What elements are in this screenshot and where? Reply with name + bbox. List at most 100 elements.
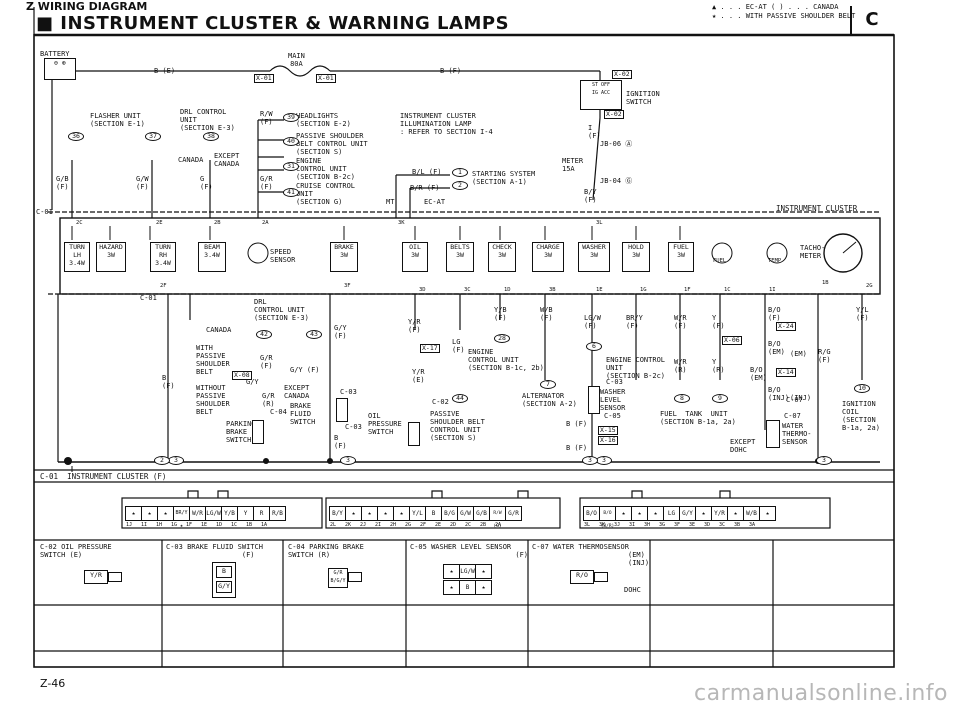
c01-pin: ★ [631,506,648,521]
jb04-label: JB-04 Ⓖ [600,177,633,185]
drl-line2: UNIT [180,116,197,124]
wire-lower-yre: Y/R (E) [412,368,425,384]
ft2: (SECTION B-1a, 2a) [660,418,736,426]
c01-pin: B/O [583,506,600,521]
ic3: (SECTION [842,416,876,424]
pin-id: 1D [216,522,223,528]
cc-line3: (SECTION G) [296,198,343,206]
pin-id: 3B [734,522,741,528]
connector-c07-b: C-07 [786,396,803,404]
wire-lower-wb: W/B (F) [540,306,553,322]
pin-id: 2F [420,522,427,528]
pin-3k: 3K [398,220,405,226]
ec-line3: (SECTION B-2c) [296,173,356,181]
ec-line1: ENGINE [296,157,322,165]
ft1: FUEL TANK UNIT [660,410,728,418]
pin-id: 1J [126,522,133,528]
pin-id: 2E [435,522,442,528]
c05-row1: ★ LG/W ★ [443,564,492,579]
wire-b-f: B (F) [440,67,462,75]
ic1: IGNITION [842,400,876,408]
bulb-watt: 3.4W [155,259,171,267]
pin-id: 2I [375,522,382,528]
connector-x24: X-24 [776,322,796,331]
pin-id: 2C [465,522,472,528]
c01-pin: ★ [141,506,158,521]
pin-id: 1I [141,522,148,528]
ed2: DOHC [730,446,747,454]
alternator-label: ALTERNATOR (SECTION A-2) [522,392,577,408]
bulb-name: WASHER [582,243,606,251]
bulb-name: OIL [409,243,421,251]
pin-id: 1B [246,522,253,528]
bf2: FLUID [290,410,312,418]
c05-pin: LG/W [459,564,476,579]
ref-circle-6: 6 [586,342,602,351]
connector-c04: C-04 [270,408,287,416]
c01-right-block: B/O B/O (B/R) ★ ★ ★ LG G/Y ★ Y/R ★ W/B ★ [583,506,776,529]
ec-line2: CONTROL UNIT [296,165,347,173]
ref-circle-44: 44 [452,394,468,403]
wire-lower-yl: Y/L (F) [856,306,869,322]
c05-pin: ★ [443,580,460,595]
ws3: SENSOR [600,404,626,412]
ref-circle-2: 2 [452,181,468,190]
cluster-label: INSTRUMENT CLUSTER [776,204,858,213]
ign-acc: ACC [601,90,611,96]
wire-lower-boinj: B/O (INJ) [768,386,790,402]
wire-gw: G/W (F) [136,175,149,191]
c07-title: C-07 WATER THERMOSENSOR [532,543,629,551]
topbar-label: Z WIRING DIAGRAM [26,0,148,13]
c01-pin: Y/B [221,506,238,521]
connector-x06: X-06 [722,336,742,345]
pin-2c: 2C [76,220,83,226]
pin-id: 3C [719,522,726,528]
ignition-switch-icon: ST OFF IG ACC [580,80,622,110]
washer-sensor-label: WASHER LEVEL SENSOR [600,388,625,412]
bf3: SWITCH [290,418,316,426]
c04-s: SWITCH (R) [288,551,331,559]
c05-pin: ★ [475,564,492,579]
d3: (SECTION E-3) [254,314,309,322]
c04-title: C-04 PARKING BRAKE SWITCH (R) [288,543,364,559]
passive-belt-label: PASSIVE SHOULDER BELT CONTROL UNIT (SECT… [296,132,368,156]
pin-id: 2L [330,522,337,528]
connector-x16: X-16 [598,436,618,445]
watermark-text: carmanualsonline.info [694,681,948,706]
wop3: SHOULDER [196,400,230,408]
ref-circle-3a: 3 [168,456,184,465]
temp-gauge-label: TEMP [768,258,782,264]
connector-c05: C-05 [604,412,621,420]
main-fuse-label: MAIN 80A [288,52,305,68]
c05-s: (F) [515,551,529,559]
ss1: SPEED [270,248,292,256]
without-passive-label: WITHOUT PASSIVE SHOULDER BELT [196,384,230,416]
c01-pin: G/W [457,506,474,521]
pb-line2: BELT CONTROL UNIT [296,140,368,148]
engine-control2-label: ENGINE CONTROL UNIT (SECTION B-2c) [606,356,665,380]
ref-circle-38: 38 [203,132,219,141]
with-passive-label: WITH PASSIVE SHOULDER BELT [196,344,230,376]
brake-fluid-label: BRAKE FLUID SWITCH [290,402,315,426]
ignition-coil-label: IGNITION COIL (SECTION B-1a, 2a) [842,400,880,432]
wp2: PASSIVE [196,352,226,360]
note-2: ★ . . . WITH PASSIVE SHOULDER BELT [712,12,856,20]
main-fuse-line1: MAIN [288,52,305,60]
ign-ig: IG [591,90,598,96]
c04-p2: B/G/Y [330,578,346,584]
wire-gb: G/B (F) [56,175,69,191]
bulb-watt: 3W [107,251,115,259]
ecl2: CONTROL UNIT [468,356,519,364]
pin-id: 1C [231,522,238,528]
connector-x17: X-17 [420,344,440,353]
cruise-control-label: CRUISE CONTROL UNIT (SECTION G) [296,182,355,206]
note-1: ▲ . . . EC-AT ( ) . . . CANADA [712,3,839,11]
drl-line1: DRL CONTROL [180,108,227,116]
meter-line2: 15A [562,165,575,173]
c01-pin: ★ [361,506,378,521]
ec2b: UNIT [606,364,623,372]
alt1: ALTERNATOR [522,392,565,400]
